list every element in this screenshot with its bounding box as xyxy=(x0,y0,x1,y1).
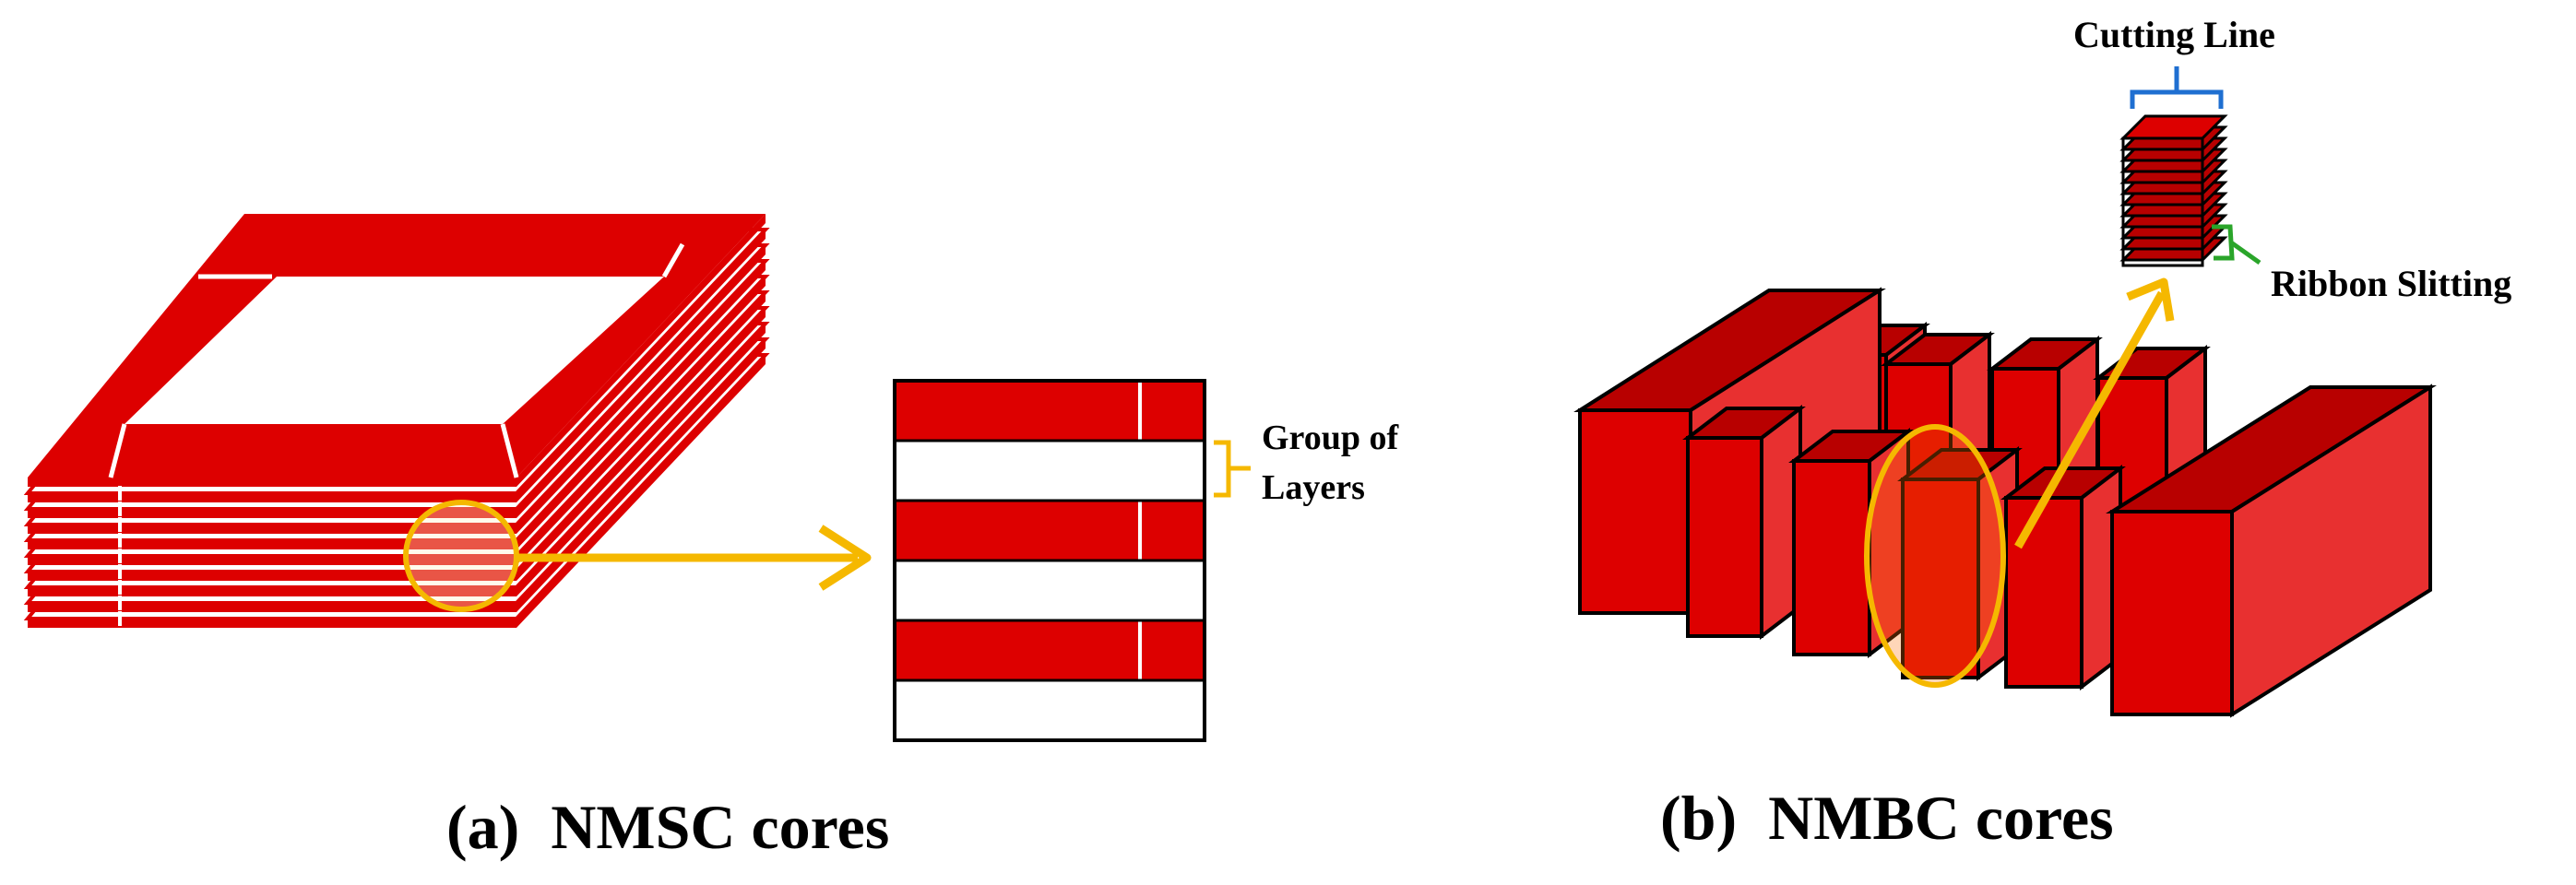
lamination-edge xyxy=(28,525,516,534)
lamination-edge xyxy=(28,509,516,518)
layer-detail-box xyxy=(893,379,1206,742)
block-front xyxy=(1686,436,1763,638)
lamination-edge xyxy=(28,603,516,612)
block-front xyxy=(2110,510,2234,716)
lamination-edge xyxy=(516,277,766,549)
callout-ribbon-slitting: Ribbon Slitting xyxy=(2271,263,2512,304)
callout-cutting-line: Cutting Line xyxy=(2073,14,2275,55)
ribbon-stack xyxy=(2119,114,2228,267)
block-front xyxy=(1578,408,1692,615)
lamination-edge xyxy=(516,214,766,487)
lamination-edge xyxy=(516,230,766,502)
lamination-edge xyxy=(516,324,766,596)
nmsc-core-stack xyxy=(23,214,770,628)
nmbc-core-blocks xyxy=(1573,287,2437,718)
lamination-edge xyxy=(28,556,516,565)
nmsc-magnifier-circle xyxy=(403,500,519,612)
mitre-gap xyxy=(108,423,127,478)
block-front xyxy=(1792,459,1871,656)
core-window xyxy=(125,277,664,424)
lamination-edge xyxy=(28,540,516,549)
lamination-edge xyxy=(28,619,516,628)
caption-nmsc: (a) NMSC cores xyxy=(446,792,890,862)
arrow-diagonal-icon xyxy=(2014,277,2175,549)
callout-group-of-layers: Group of Layers xyxy=(1262,419,1399,507)
bracket-icon xyxy=(1214,440,1251,498)
cutting-line-bracket-icon xyxy=(2130,66,2224,109)
arrow-right-icon xyxy=(516,525,872,591)
lamination-edge xyxy=(516,339,766,612)
lamination-edge xyxy=(28,572,516,581)
lamination-edge xyxy=(516,261,766,534)
lamination-edge xyxy=(516,245,766,518)
ribbon-outline xyxy=(2121,136,2204,267)
nmbc-magnifier-circle xyxy=(1864,424,2006,688)
lamination-edge xyxy=(28,478,516,487)
block-front xyxy=(2004,496,2083,689)
block-front xyxy=(1901,478,1980,679)
lamination-edge xyxy=(516,308,766,581)
lamination-edge xyxy=(28,587,516,596)
caption-nmbc: (b) NMBC cores xyxy=(1660,783,2114,853)
mitre-gap xyxy=(661,242,685,278)
mitre-gap xyxy=(500,423,519,478)
lamination-edge xyxy=(28,493,516,502)
lamination-edge xyxy=(516,292,766,565)
ribbon-slitting-bracket-icon xyxy=(2212,224,2261,266)
